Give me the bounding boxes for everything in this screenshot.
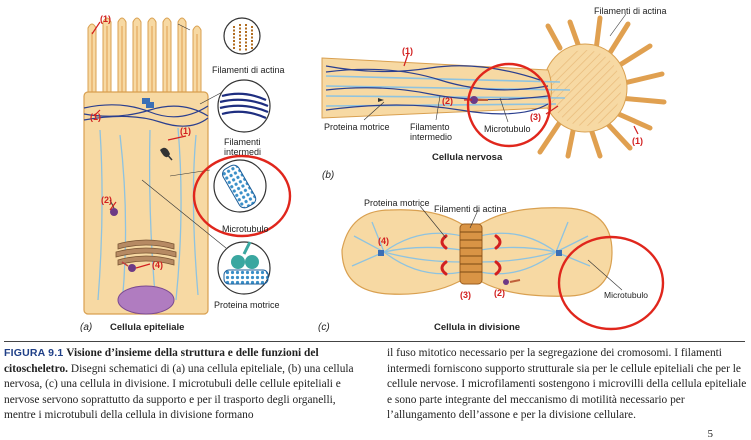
- label-motor-c: Proteina motrice: [364, 198, 430, 208]
- caption-right-column: il fuso mitotico necessario per la segre…: [387, 346, 747, 424]
- magnifier-actin: [223, 17, 261, 55]
- callout-c-2: (2): [494, 288, 505, 298]
- label-actin-a: Filamenti di actina: [212, 65, 285, 75]
- centrosome: [378, 250, 384, 256]
- panel-a-epithelial-cell: Filamenti di actina Filamenti intermedi …: [80, 14, 292, 333]
- figure-illustration: Filamenti di actina Filamenti intermedi …: [80, 6, 667, 333]
- panel-c-title: Cellula in divisione: [434, 322, 520, 333]
- page-number: 5: [707, 428, 714, 440]
- vesicle: [110, 208, 118, 216]
- caption-label: FIGURA 9.1: [4, 347, 64, 359]
- panel-a-letter: (a): [80, 322, 92, 333]
- caption-left-column: FIGURA 9.1 Visione d’insieme della strut…: [4, 346, 362, 424]
- callout-b-2: (2): [442, 96, 453, 106]
- caption-right-text: il fuso mitotico necessario per la segre…: [387, 347, 747, 422]
- callout-b-3: (3): [530, 112, 541, 122]
- label-motor-a: Proteina motrice: [214, 300, 280, 310]
- microtubules-a: [97, 127, 199, 306]
- chromosomes: [440, 234, 502, 276]
- junction-marker: [142, 98, 150, 104]
- nucleus: [117, 285, 175, 315]
- callout-pointers-a: [91, 21, 187, 269]
- label-intermediate-a-1: Filamenti: [224, 137, 261, 147]
- spindle-microtubules: [351, 221, 591, 275]
- callout-a-1-left: (1): [90, 112, 101, 122]
- golgi-apparatus: [115, 239, 177, 266]
- label-intermediate-b-1: Filamento: [410, 122, 450, 132]
- callout-a-2: (2): [101, 195, 112, 205]
- panel-b-title: Cellula nervosa: [432, 152, 503, 163]
- label-actin-b: Filamenti di actina: [594, 6, 667, 16]
- intermediate-filament-web: [83, 104, 209, 127]
- centrosome: [556, 250, 562, 256]
- callout-b-1-top: (1): [402, 46, 413, 56]
- label-microtubule-b: Microtubulo: [484, 124, 531, 134]
- panel-c-dividing-cell: Proteina motrice Filamenti di actina Mic…: [318, 198, 665, 333]
- caption-title: Visione d’insieme della struttura e dell…: [4, 347, 319, 375]
- label-intermediate-a-2: intermedi: [224, 147, 261, 157]
- label-intermediate-b-2: intermedio: [410, 132, 452, 142]
- vesicle: [128, 264, 136, 272]
- intermediate-filaments-b: [325, 65, 549, 115]
- callout-c-4: (4): [378, 236, 389, 246]
- red-annotation-circle: [557, 235, 665, 331]
- magnifier-microtubule: [213, 159, 267, 213]
- figure-separator: [4, 341, 745, 342]
- panel-b-letter: (b): [322, 170, 334, 181]
- leaders-b: [363, 13, 627, 123]
- leaders-c: [419, 205, 623, 291]
- junction-marker: [146, 102, 154, 108]
- callout-b-1-right: (1): [632, 136, 643, 146]
- microvilli: [87, 17, 202, 96]
- callout-a-1-right: (1): [180, 126, 191, 136]
- caption-left-text: Disegni schematici di (a) una cellula ep…: [4, 362, 354, 422]
- label-motor-b: Proteina motrice: [324, 122, 390, 132]
- red-annotation-circle: [466, 62, 552, 148]
- label-actin-c: Filamenti di actina: [434, 204, 507, 214]
- callout-a-1-top: (1): [100, 14, 111, 24]
- motor-vesicle-b: [470, 96, 478, 104]
- callout-pointers-b: [403, 53, 639, 135]
- panel-b-nerve-cell: Filamenti di actina Proteina motrice Fil…: [321, 6, 667, 181]
- magnifier-intermediate: [217, 79, 271, 133]
- callout-c-3: (3): [460, 290, 471, 300]
- label-microtubule-a: Microtubulo: [222, 224, 269, 234]
- label-microtubule-c: Microtubulo: [604, 290, 648, 300]
- contractile-ring: [459, 223, 483, 285]
- panel-a-title: Cellula epiteliale: [110, 322, 184, 333]
- callout-a-4: (4): [152, 260, 163, 270]
- panel-c-letter: (c): [318, 322, 330, 333]
- red-annotation-circle: [192, 154, 292, 238]
- magnifier-motor-protein: [217, 241, 271, 295]
